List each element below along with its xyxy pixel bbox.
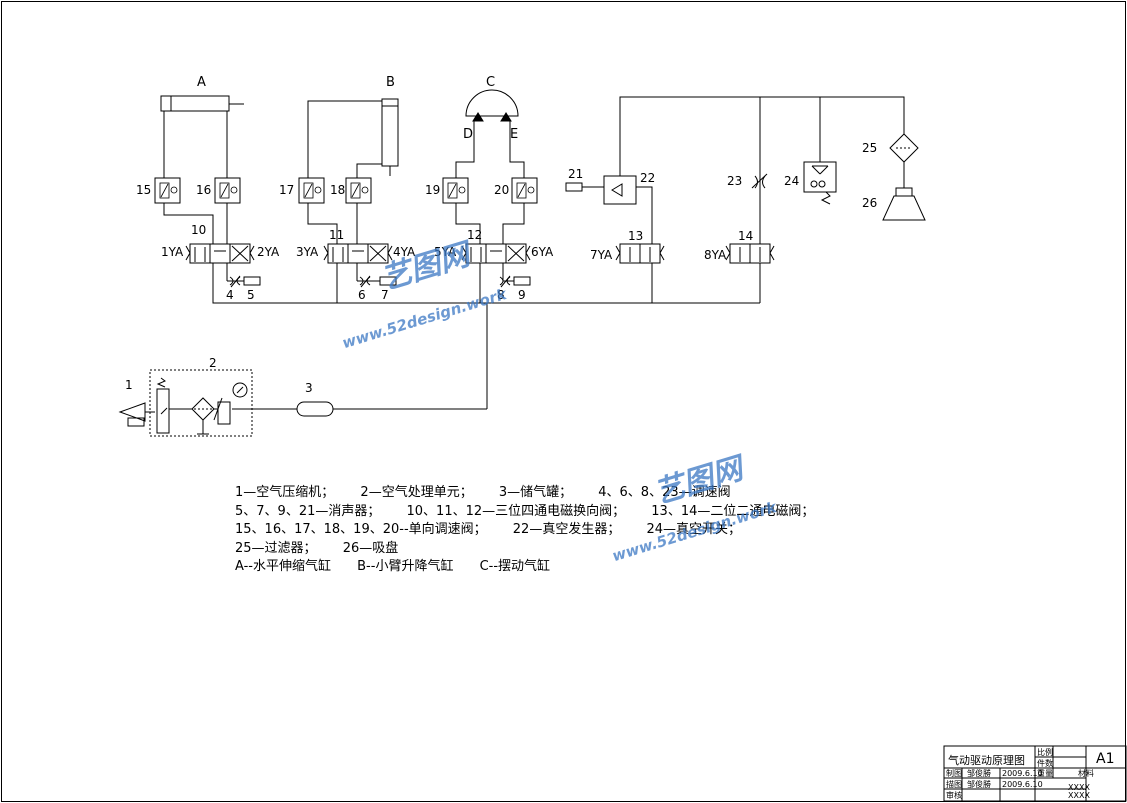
title-block xyxy=(943,745,1127,802)
directional-valve-12 xyxy=(461,243,531,264)
label-21: 21 xyxy=(568,167,584,181)
legend-item: 15、16、17、18、19、20--单向调速阀； xyxy=(235,522,487,537)
legend-item: 2—空气处理单元； xyxy=(360,485,473,500)
legend-row: 25—过滤器； 26—吸盘 xyxy=(235,540,836,559)
legend-item: 24—真空开关； xyxy=(646,522,742,537)
check-throttle-internals xyxy=(159,182,535,199)
checked-label: 审核 xyxy=(946,791,962,800)
sheet-size: A1 xyxy=(1096,751,1115,767)
label-2ya: 2YA xyxy=(257,245,280,259)
material-label: 材料 xyxy=(1078,769,1094,778)
label-23: 23 xyxy=(727,174,743,188)
two-way-valve-14 xyxy=(725,243,775,264)
legend-item: 1—空气压缩机； xyxy=(235,485,335,500)
legend-row: 15、16、17、18、19、20--单向调速阀； 22—真空发生器； 24—真… xyxy=(235,521,836,540)
legend-item: B--小臂升降气缸 xyxy=(357,559,454,574)
label-15: 15 xyxy=(136,183,152,197)
label-11: 11 xyxy=(329,228,345,242)
label-7ya: 7YA xyxy=(590,248,613,262)
vacuum-circuit xyxy=(565,96,926,244)
label-6: 6 xyxy=(358,288,366,302)
valve-link-lines xyxy=(163,203,525,244)
label-17: 17 xyxy=(279,183,295,197)
label-3: 3 xyxy=(305,381,313,395)
label-14: 14 xyxy=(738,229,754,243)
check-throttle-valves xyxy=(154,177,538,204)
label-19: 19 xyxy=(425,183,441,197)
label-port-d: D xyxy=(463,127,474,142)
cylinder-b xyxy=(381,98,399,176)
legend-item: 26—吸盘 xyxy=(342,540,399,556)
label-4ya: 4YA xyxy=(393,245,416,259)
label-9: 9 xyxy=(518,288,526,302)
supply-lines xyxy=(212,263,761,410)
label-26: 26 xyxy=(862,196,878,210)
legend-item: 4、6、8、23—调速阀 xyxy=(598,485,731,500)
weight-label: 重量 xyxy=(1037,769,1053,778)
label-6ya: 6YA xyxy=(531,245,554,259)
legend-item: 5、7、9、21—消声器； xyxy=(235,503,381,519)
label-cylinder-b: B xyxy=(386,75,395,90)
label-5ya: 5YA xyxy=(434,245,457,259)
legend-item: A--水平伸缩气缸 xyxy=(235,559,331,574)
drawn-date: 2009.6.10 xyxy=(1002,769,1043,778)
drawn-by: 邹俊勝 xyxy=(967,769,991,778)
label-8ya: 8YA xyxy=(704,248,727,262)
label-8: 8 xyxy=(497,288,505,302)
label-2: 2 xyxy=(209,356,217,370)
legend-item: C--摆动气缸 xyxy=(479,559,551,574)
label-16: 16 xyxy=(196,183,212,197)
count-label: 件数 xyxy=(1037,759,1053,768)
legend-row: 1—空气压缩机； 2—空气处理单元； 3—储气罐； 4、6、8、23—调速阀 xyxy=(235,484,836,503)
cylinder-a xyxy=(160,95,244,112)
legend: 1—空气压缩机； 2—空气处理单元； 3—储气罐； 4、6、8、23—调速阀 5… xyxy=(235,484,836,577)
code-2: XXXX xyxy=(1068,791,1090,800)
label-4: 4 xyxy=(226,288,234,302)
throttles-silencers xyxy=(226,263,531,288)
drafted-date: 2009.6.10 xyxy=(1002,780,1043,789)
scale-label: 比例 xyxy=(1037,748,1053,757)
drafted-label: 描图 xyxy=(946,780,962,789)
label-24: 24 xyxy=(784,174,800,188)
label-25: 25 xyxy=(862,141,878,155)
legend-item: 3—储气罐； xyxy=(498,485,573,500)
directional-valve-10 xyxy=(185,243,255,264)
legend-item: 25—过滤器； xyxy=(235,540,317,556)
label-1: 1 xyxy=(125,378,133,392)
legend-item: 22—真空发生器； xyxy=(512,522,621,537)
directional-valve-11 xyxy=(323,243,393,264)
air-supply xyxy=(118,369,334,437)
label-7: 7 xyxy=(381,288,389,302)
legend-row: A--水平伸缩气缸 B--小臂升降气缸 C--摆动气缸 xyxy=(235,558,836,577)
legend-row: 5、7、9、21—消声器； 10、11、12—三位四通电磁换向阀； 13、14—… xyxy=(235,503,836,522)
actuator-lines xyxy=(163,100,525,178)
label-20: 20 xyxy=(494,183,510,197)
label-13: 13 xyxy=(628,229,644,243)
label-22: 22 xyxy=(640,171,656,185)
legend-item: 10、11、12—三位四通电磁换向阀； xyxy=(406,503,626,519)
drawn-label: 制图 xyxy=(946,769,962,778)
code-1: XXXX xyxy=(1068,783,1090,792)
two-way-valve-13 xyxy=(615,243,665,264)
drawing-title: 气动驱动原理图 xyxy=(948,754,1025,767)
label-10: 10 xyxy=(191,223,207,237)
legend-item: 13、14—二位二通电磁阀； xyxy=(651,503,815,519)
swing-cylinder-c xyxy=(465,89,519,122)
label-12: 12 xyxy=(467,228,483,242)
label-3ya: 3YA xyxy=(296,245,319,259)
label-18: 18 xyxy=(330,183,346,197)
label-5: 5 xyxy=(247,288,255,302)
label-1ya: 1YA xyxy=(161,245,184,259)
label-cylinder-c: C xyxy=(486,75,496,90)
drafted-by: 邹俊勝 xyxy=(967,780,991,789)
label-cylinder-a: A xyxy=(197,75,206,90)
label-port-e: E xyxy=(510,127,519,142)
